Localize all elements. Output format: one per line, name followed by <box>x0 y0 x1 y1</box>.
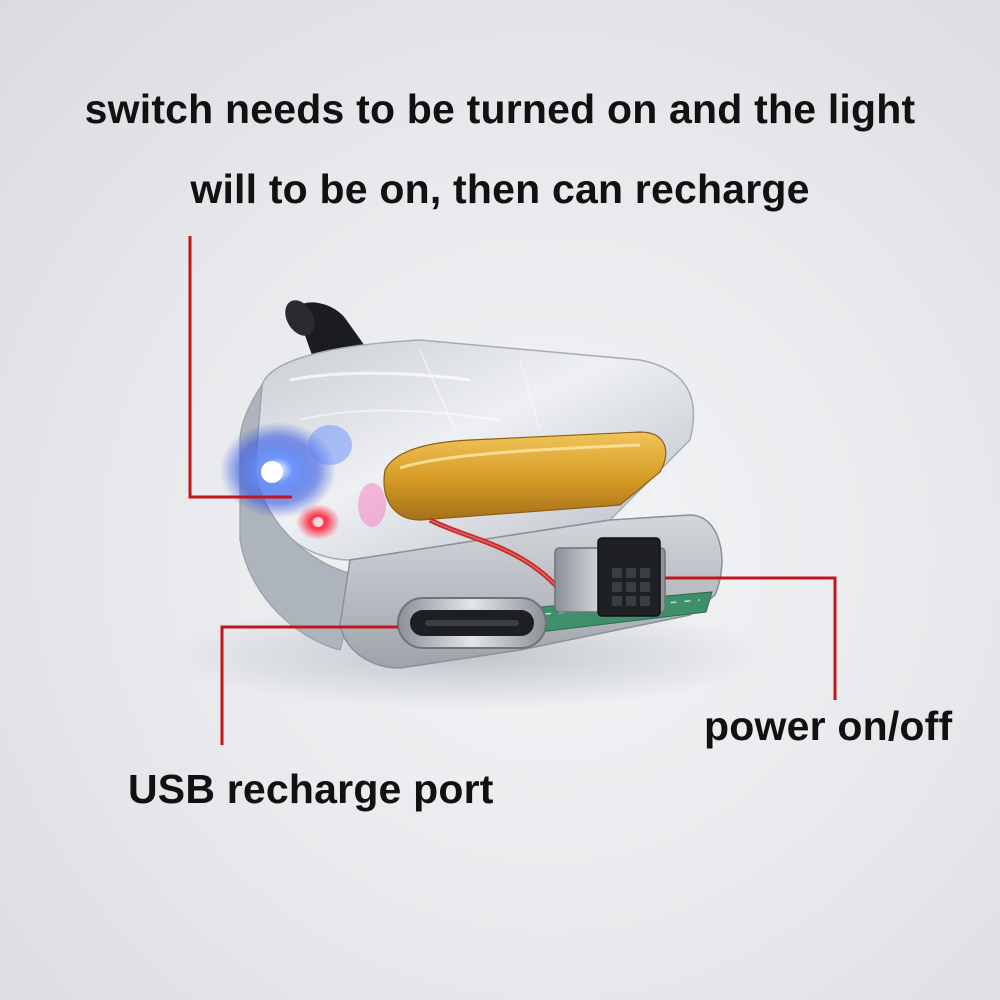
led-indicator-icon <box>220 422 386 540</box>
callout-line-usb <box>220 625 398 745</box>
usb-c-port-icon <box>397 597 547 649</box>
caption-switch-line-2: will to be on, then can recharge <box>190 166 810 212</box>
caption-switch-line-1: switch needs to be turned on and the lig… <box>84 86 916 132</box>
callout-line-led <box>188 236 292 499</box>
caption-usb-port: USB recharge port <box>128 766 494 812</box>
callout-lines <box>188 236 837 745</box>
power-switch-icon <box>554 537 666 617</box>
callout-line-power <box>665 576 837 700</box>
caption-power-switch: power on/off <box>704 703 953 749</box>
